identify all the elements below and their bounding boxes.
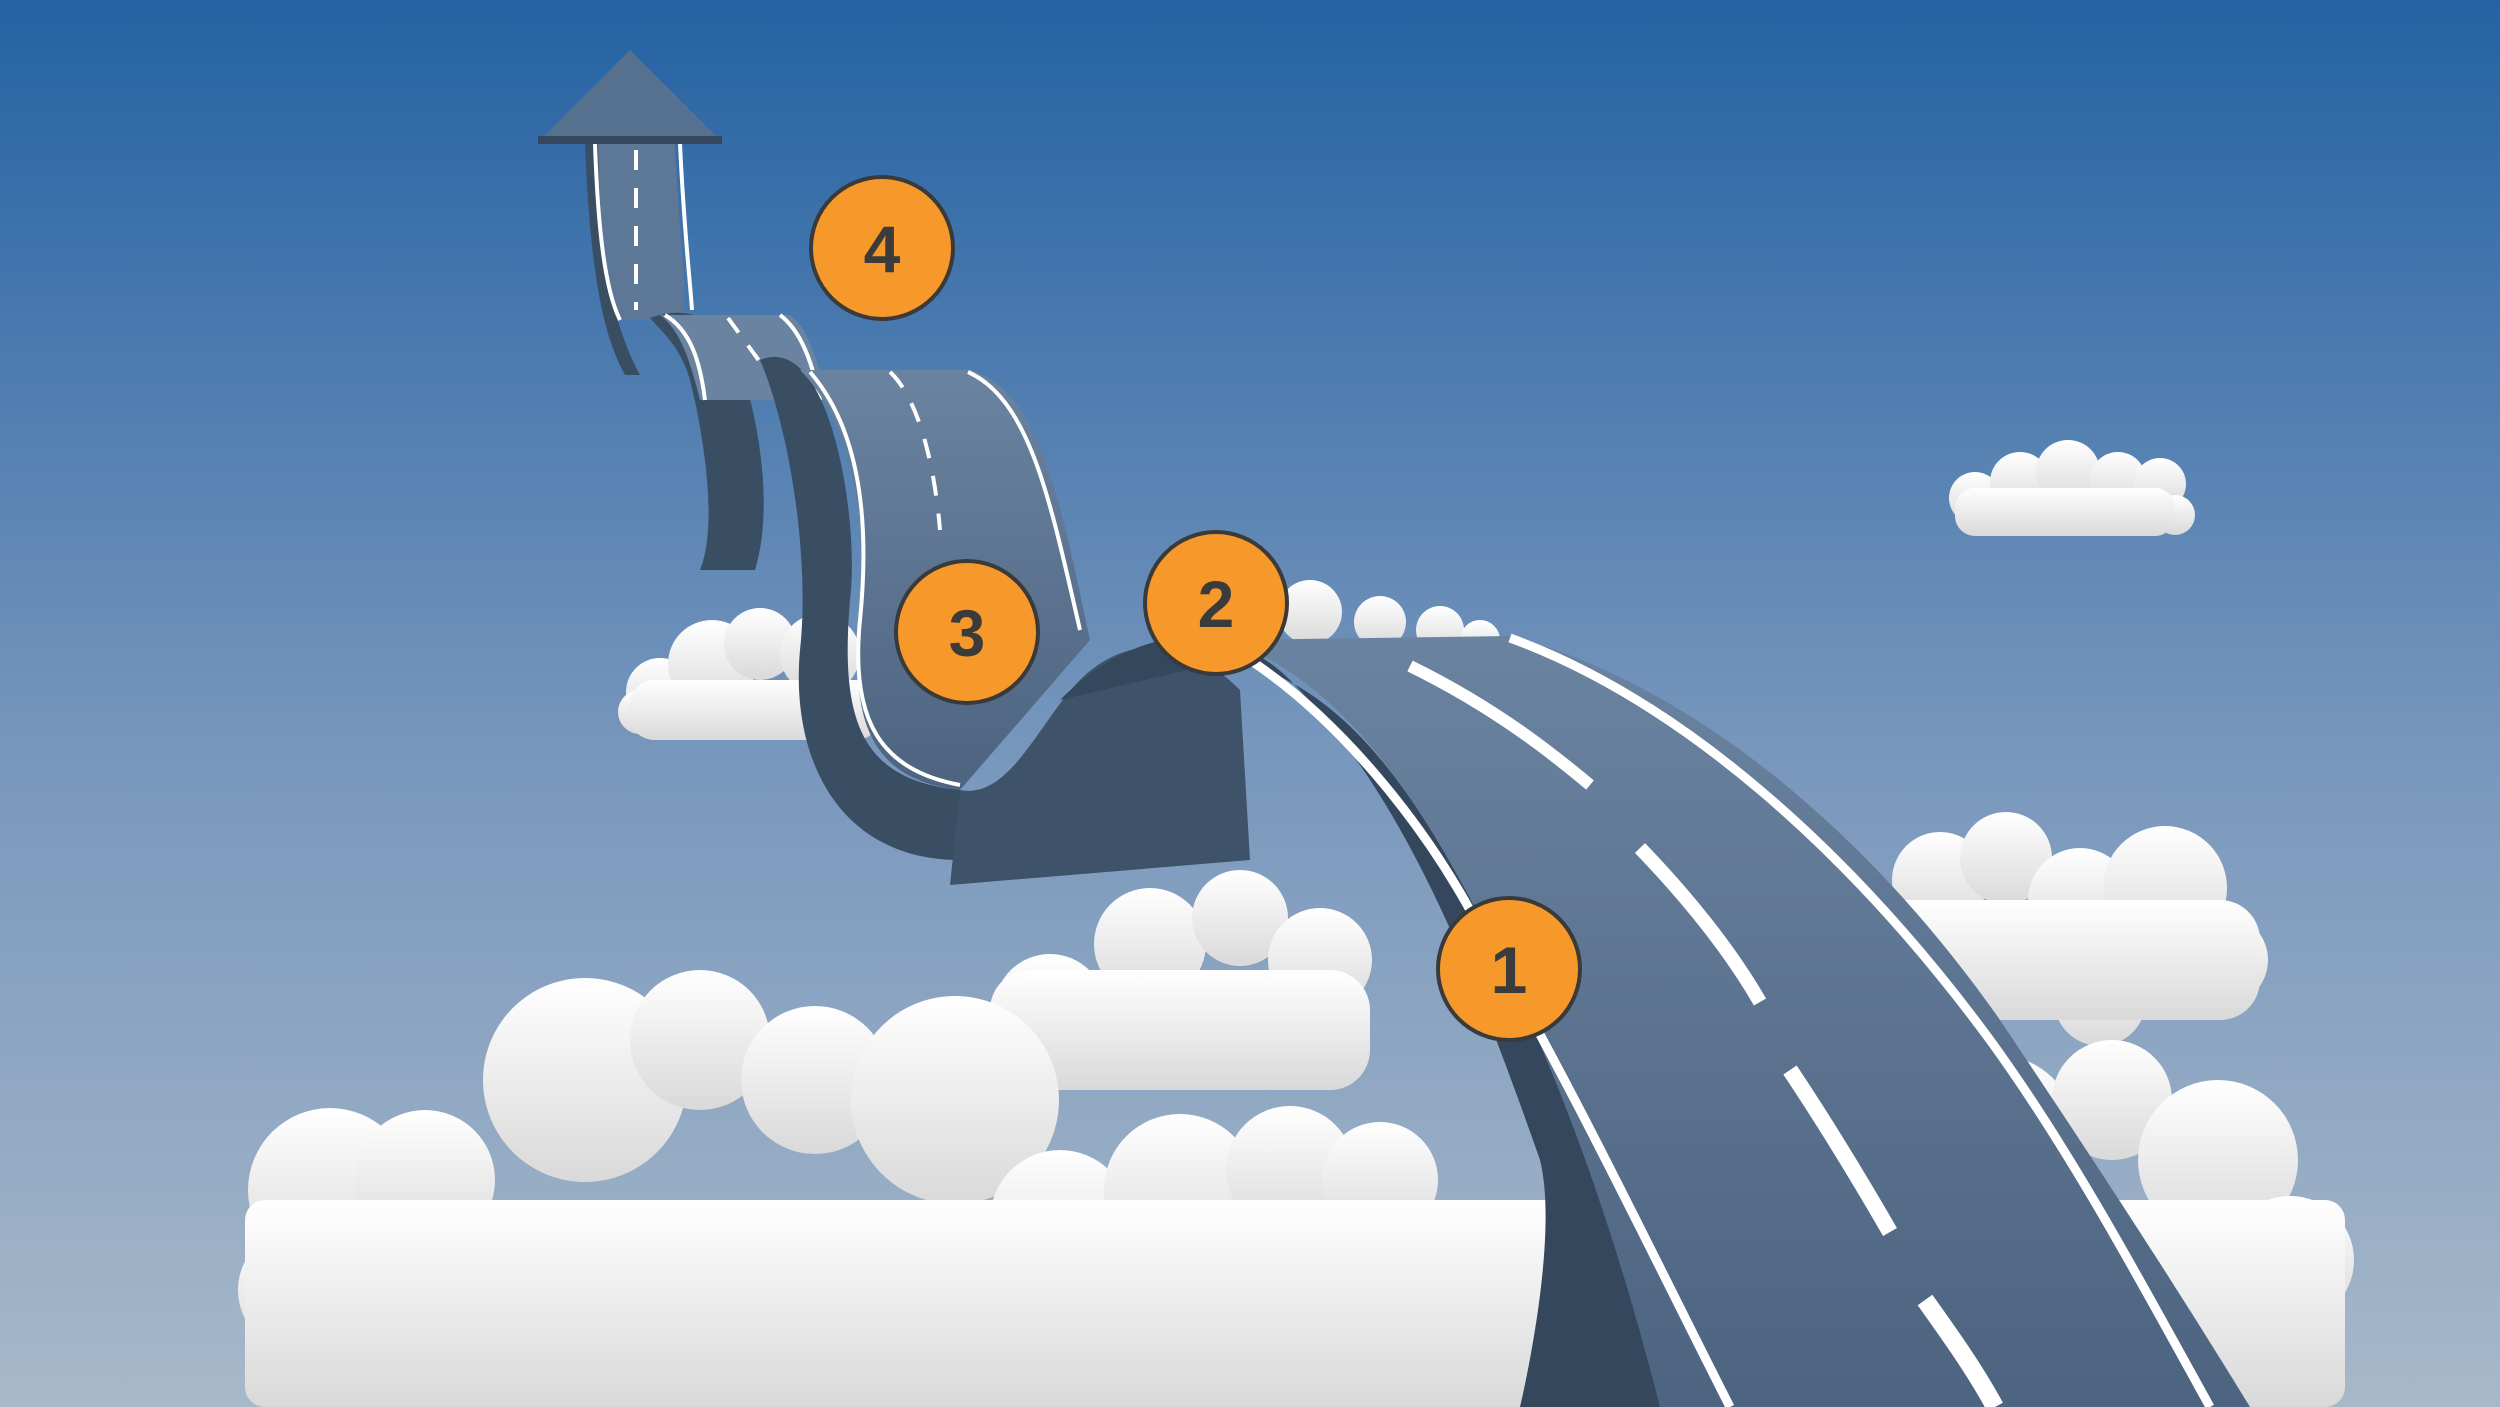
step-marker-2: 2: [1143, 530, 1289, 676]
step-marker-1-label: 1: [1491, 933, 1528, 1007]
up-arrow-icon: [540, 50, 720, 140]
step-marker-4: 4: [809, 175, 955, 321]
cloud-icon: [1949, 440, 2195, 536]
step-marker-3: 3: [894, 559, 1040, 705]
step-marker-4-label: 4: [864, 212, 901, 286]
step-marker-2-label: 2: [1198, 567, 1235, 641]
step-marker-3-label: 3: [949, 596, 986, 670]
cloud-icon: [1860, 812, 2268, 1046]
step-marker-1: 1: [1436, 896, 1582, 1042]
